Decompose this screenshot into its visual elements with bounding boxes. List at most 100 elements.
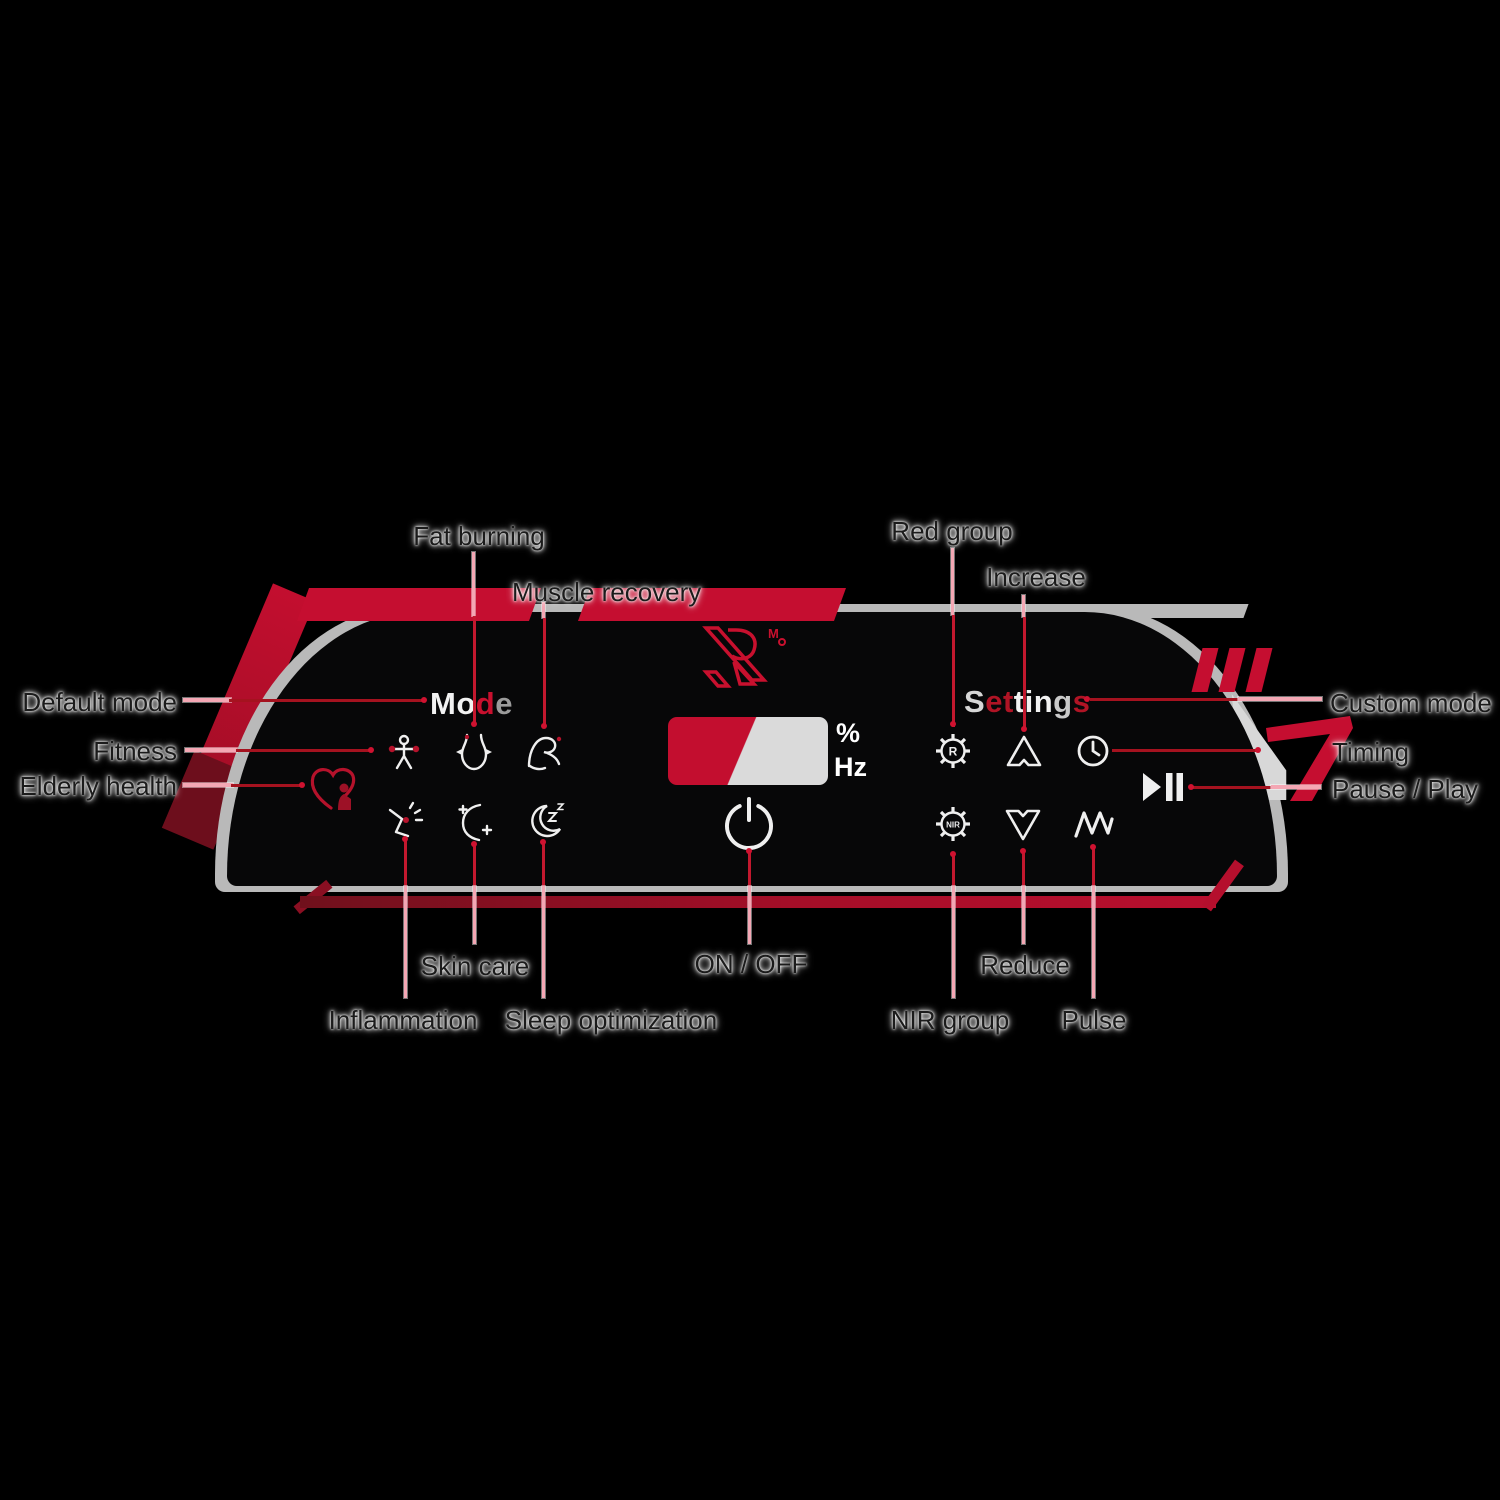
skin-care-mode-button[interactable] [452, 800, 496, 844]
callout-line-reduce [1022, 886, 1025, 944]
settings-l1: S [964, 684, 986, 719]
red-group-glyph: R [949, 745, 958, 759]
fitness-mode-button[interactable] [382, 730, 426, 774]
elderly-health-mode-button[interactable] [307, 762, 363, 812]
mode-heading-gray: e [495, 686, 513, 721]
label-red-group: Red group [891, 516, 1013, 546]
pulse-button[interactable] [1071, 801, 1115, 845]
dot-inflammation [402, 836, 408, 842]
mode-heading-white: Mo [430, 686, 476, 721]
dot-sleep [540, 839, 546, 845]
callout-line-elderly-health [183, 783, 233, 787]
inflammation-mode-button[interactable] [382, 800, 426, 844]
brand-superscript: M [768, 626, 779, 641]
settings-heading: Settings [964, 684, 1090, 720]
callout-line-elderly-health-inner [231, 784, 303, 787]
callout-line-red-group-inner [952, 615, 955, 727]
callout-line-default-mode-inner [229, 699, 425, 702]
fitness-red-accent [388, 745, 396, 753]
label-elderly-health: Elderly health [19, 771, 177, 801]
label-on-off: ON / OFF [694, 949, 808, 979]
decorative-seven-shape [1266, 716, 1353, 801]
callout-line-muscle-recovery-inner [543, 618, 546, 728]
settings-l6: n [1033, 684, 1054, 719]
label-custom-mode: Custom mode [1330, 688, 1492, 718]
red-group-button[interactable]: R [931, 729, 975, 773]
dot-timing [1255, 747, 1261, 753]
dot-fitness [368, 747, 374, 753]
dot-pulse [1090, 844, 1096, 850]
hertz-unit-label: Hz [834, 752, 867, 782]
settings-l4: t [1013, 684, 1025, 719]
dot-pause-play [1188, 784, 1194, 790]
corner-stripe-2 [1218, 648, 1246, 692]
dot-skin-care [471, 841, 477, 847]
nir-group-button[interactable]: NIR [931, 802, 975, 846]
settings-l2: e [985, 684, 1003, 719]
settings-l7: g [1053, 684, 1073, 719]
settings-l3: t [1002, 684, 1014, 719]
settings-l5: i [1024, 684, 1034, 719]
label-timing: Timing [1332, 737, 1410, 767]
label-pause-play: Pause / Play [1332, 774, 1478, 804]
muscle-recovery-mode-button[interactable] [522, 730, 566, 774]
callout-line-fat-burning [472, 552, 475, 616]
callout-line-fitness [185, 748, 237, 752]
callout-line-increase-inner [1023, 617, 1026, 731]
settings-l8: s [1072, 684, 1091, 719]
callout-line-skin-care-inner [473, 846, 476, 886]
label-inflammation: Inflammation [328, 1005, 478, 1035]
dot-reduce [1020, 848, 1026, 854]
label-fat-burning: Fat burning [413, 521, 545, 551]
nir-group-glyph: NIR [946, 821, 960, 830]
callout-line-fitness-inner [236, 749, 372, 752]
callout-line-nir-group [952, 886, 955, 998]
callout-line-custom-mode-inner [1090, 698, 1238, 701]
top-red-stripe-left [296, 588, 542, 621]
led-display [668, 717, 828, 785]
reduce-button[interactable] [1001, 802, 1045, 846]
dot-increase [1021, 726, 1027, 732]
label-muscle-recovery: Muscle recovery [512, 577, 702, 607]
callout-line-muscle-recovery [542, 602, 545, 618]
dot-custom-mode [1084, 696, 1090, 702]
callout-line-on-off-inner [748, 853, 751, 886]
callout-line-pulse [1092, 886, 1095, 998]
label-pulse: Pulse [1061, 1005, 1127, 1035]
dot-nir-group [950, 851, 956, 857]
callout-line-inflammation [404, 886, 407, 998]
callout-line-reduce-inner [1022, 853, 1025, 886]
fat-burning-mode-button[interactable] [452, 730, 496, 774]
dot-on-off [746, 848, 752, 854]
callout-line-sleep-inner [542, 844, 545, 886]
sleep-optimization-mode-button[interactable] [521, 800, 565, 844]
increase-button[interactable] [1002, 730, 1046, 774]
callout-line-pause-play [1271, 785, 1321, 789]
brand-logo-icon: M [702, 626, 786, 688]
callout-line-pause-play-inner [1193, 786, 1271, 789]
mode-heading: Mode [430, 686, 513, 722]
dot-muscle-recovery [541, 723, 547, 729]
callout-line-fat-burning-inner [473, 616, 476, 726]
pause-play-button[interactable] [1140, 770, 1186, 804]
label-increase: Increase [986, 562, 1086, 592]
power-button[interactable] [714, 789, 784, 859]
callout-line-red-group [951, 548, 954, 615]
callout-line-custom-mode [1238, 697, 1322, 701]
corner-stripe-3 [1245, 648, 1273, 692]
percent-unit-label: % [836, 718, 861, 748]
callout-line-default-mode [183, 698, 231, 702]
dot-fat-burning [471, 721, 477, 727]
timing-button[interactable] [1071, 729, 1115, 773]
dot-default-mode [421, 697, 427, 703]
callout-line-sleep [542, 886, 545, 998]
callout-line-nir-group-inner [952, 856, 955, 886]
callout-line-timing-inner [1112, 749, 1258, 752]
label-fitness: Fitness [93, 736, 177, 766]
callout-line-pulse-inner [1092, 849, 1095, 886]
label-sleep-optimization: Sleep optimization [504, 1005, 718, 1035]
label-default-mode: Default mode [22, 687, 177, 717]
mode-heading-red: d [475, 686, 496, 721]
dot-elderly-health [299, 782, 305, 788]
